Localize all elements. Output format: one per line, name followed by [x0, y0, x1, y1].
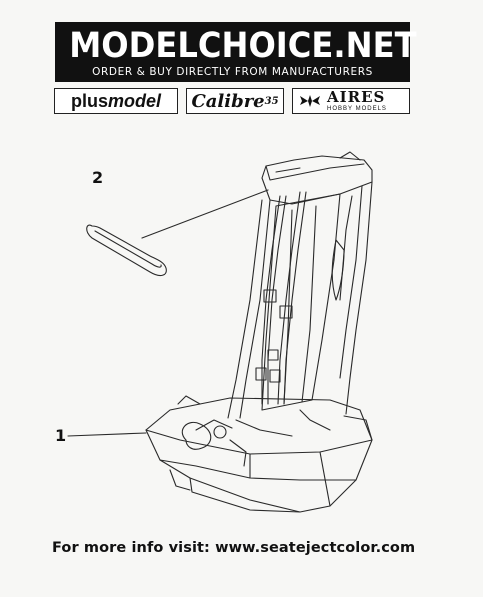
calibre-logo-number: 35 — [264, 95, 279, 107]
part-2-leader — [141, 189, 269, 239]
brand-subtitle: ORDER & BUY DIRECTLY FROM MANUFACTURERS — [92, 66, 373, 78]
part-number-2: 2 — [92, 168, 104, 187]
seat-back-left-rail — [227, 199, 263, 419]
aires-logo-sub: HOBBY MODELS — [327, 106, 387, 112]
aires-logo: AIRES HOBBY MODELS — [292, 88, 410, 114]
aires-logo-name: AIRES — [327, 88, 386, 106]
seat-back-right-rail — [345, 181, 373, 415]
part-number-1: 1 — [55, 426, 67, 445]
calibre-logo-name: Calibre — [191, 90, 265, 112]
header-banner: MODELCHOICE.NET ORDER & BUY DIRECTLY FRO… — [55, 22, 417, 82]
harness-strap-left — [261, 195, 281, 405]
footer-info-text: For more info visit: www.seatejectcolor.… — [52, 540, 416, 556]
seat-headbox — [261, 155, 373, 205]
plusmodel-logo-model: model — [108, 90, 162, 111]
part-2-strap — [86, 224, 167, 277]
part-1-leader — [67, 432, 147, 437]
brand-title: MODELCHOICE.NET — [69, 26, 417, 66]
harness-strap-right — [277, 191, 301, 405]
plusmodel-logo-plus: plus — [70, 90, 108, 111]
aires-wings-icon — [300, 95, 320, 107]
seat-pan — [145, 397, 373, 513]
